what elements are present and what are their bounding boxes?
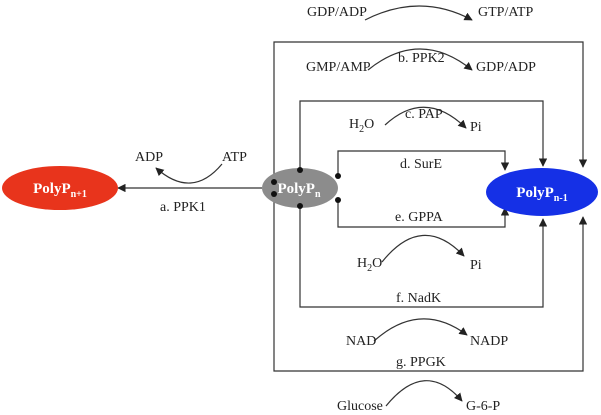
enzyme-label-gppa: e. GPPA — [395, 210, 444, 225]
polyp-n-minus-1-node — [486, 168, 598, 216]
ppk1-output-label: ADP — [135, 150, 163, 165]
ppk2-output-1-label: GTP/ATP — [478, 5, 533, 20]
ppgk-outer-path — [273, 195, 588, 372]
gppa-output-label: Pi — [470, 258, 482, 273]
pap-curve-arrow — [384, 106, 467, 129]
enzyme-label-pap: c. PAP — [405, 107, 443, 122]
nadk-output-label: NADP — [470, 334, 508, 349]
nadk-curve-arrow — [373, 318, 468, 342]
gppa-curve-arrow — [381, 234, 465, 263]
polyp-n-minus-1-label: PolyPn-1 — [516, 185, 567, 204]
pap-output-label: Pi — [470, 120, 482, 135]
ppk1-input-label: ATP — [222, 150, 247, 165]
ppk2-input-1-label: GDP/ADP — [307, 5, 367, 20]
sure-path — [337, 150, 510, 174]
polyp-n-node — [262, 168, 338, 208]
polyp-n-connection-dots — [271, 167, 341, 209]
enzyme-label-nadk: f. NadK — [396, 291, 441, 306]
enzyme-label-sure: d. SurE — [400, 157, 442, 172]
ppk2-mid-curve-arrow — [367, 48, 473, 71]
gppa-path — [337, 202, 510, 228]
polyp-n-label: PolyPn — [277, 181, 321, 200]
polyp-n-plus-1-node — [2, 166, 118, 210]
pap-input-label: H2O — [349, 117, 374, 135]
ppgk-input-label: Glucose — [337, 399, 383, 414]
polyp-n-plus-1-label: PolyPn+1 — [33, 181, 87, 200]
ppk2-outer-path — [273, 41, 588, 180]
ppk2-top-curve-arrow — [364, 5, 473, 21]
ppk2-input-2-label: GMP/AMP — [306, 60, 371, 75]
enzyme-label-ppk1: a. PPK1 — [160, 200, 206, 215]
nadk-path — [299, 201, 548, 308]
gppa-input-label: H2O — [357, 256, 382, 274]
ppgk-curve-arrow — [385, 380, 463, 407]
nadk-input-label: NAD — [346, 334, 376, 349]
pap-path — [299, 100, 548, 175]
ppgk-output-label: G-6-P — [466, 399, 500, 414]
ppk1-curve-arrow — [155, 163, 223, 184]
enzyme-label-ppk2: b. PPK2 — [398, 51, 445, 66]
ppk2-output-2-label: GDP/ADP — [476, 60, 536, 75]
enzyme-label-ppgk: g. PPGK — [396, 355, 446, 370]
